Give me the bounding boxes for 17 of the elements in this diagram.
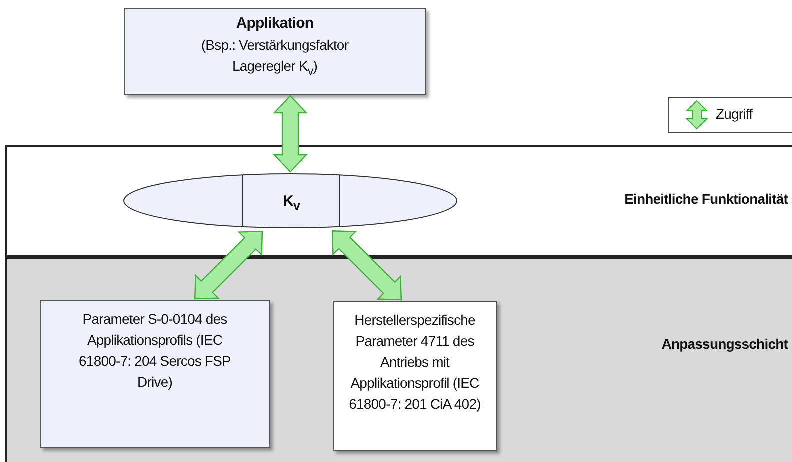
legend-label: Zugriff <box>716 106 753 122</box>
parameter-ellipse <box>123 173 458 229</box>
layer-band <box>5 257 792 462</box>
parameter-box <box>40 300 270 448</box>
box-title: Applikation <box>235 14 315 34</box>
double-arrow <box>273 95 308 173</box>
layer-label: Einheitliche Funktionalität <box>624 190 788 209</box>
double-arrow <box>332 230 402 301</box>
box-description: Herstellerspezifische Parameter 4711 des Antriebs mit Applikationsprofil (IEC 61800-7: 201 CiA 402) <box>348 311 482 414</box>
parameter-box <box>333 301 497 451</box>
box-description: (Bsp.: Verstärkungsfaktor Lageregler K$_{v}$) <box>200 36 350 80</box>
layer-label: Anpassungsschicht <box>662 335 788 354</box>
layer-band <box>5 145 792 257</box>
application-box <box>124 8 426 95</box>
variable-label: K$_{v}$ <box>282 192 302 215</box>
double-arrow <box>194 230 264 300</box>
box-description: Parameter S-0-0104 des Applikationsprofils (IEC 61800-7: 204 Sercos FSP Drive) <box>78 310 232 392</box>
